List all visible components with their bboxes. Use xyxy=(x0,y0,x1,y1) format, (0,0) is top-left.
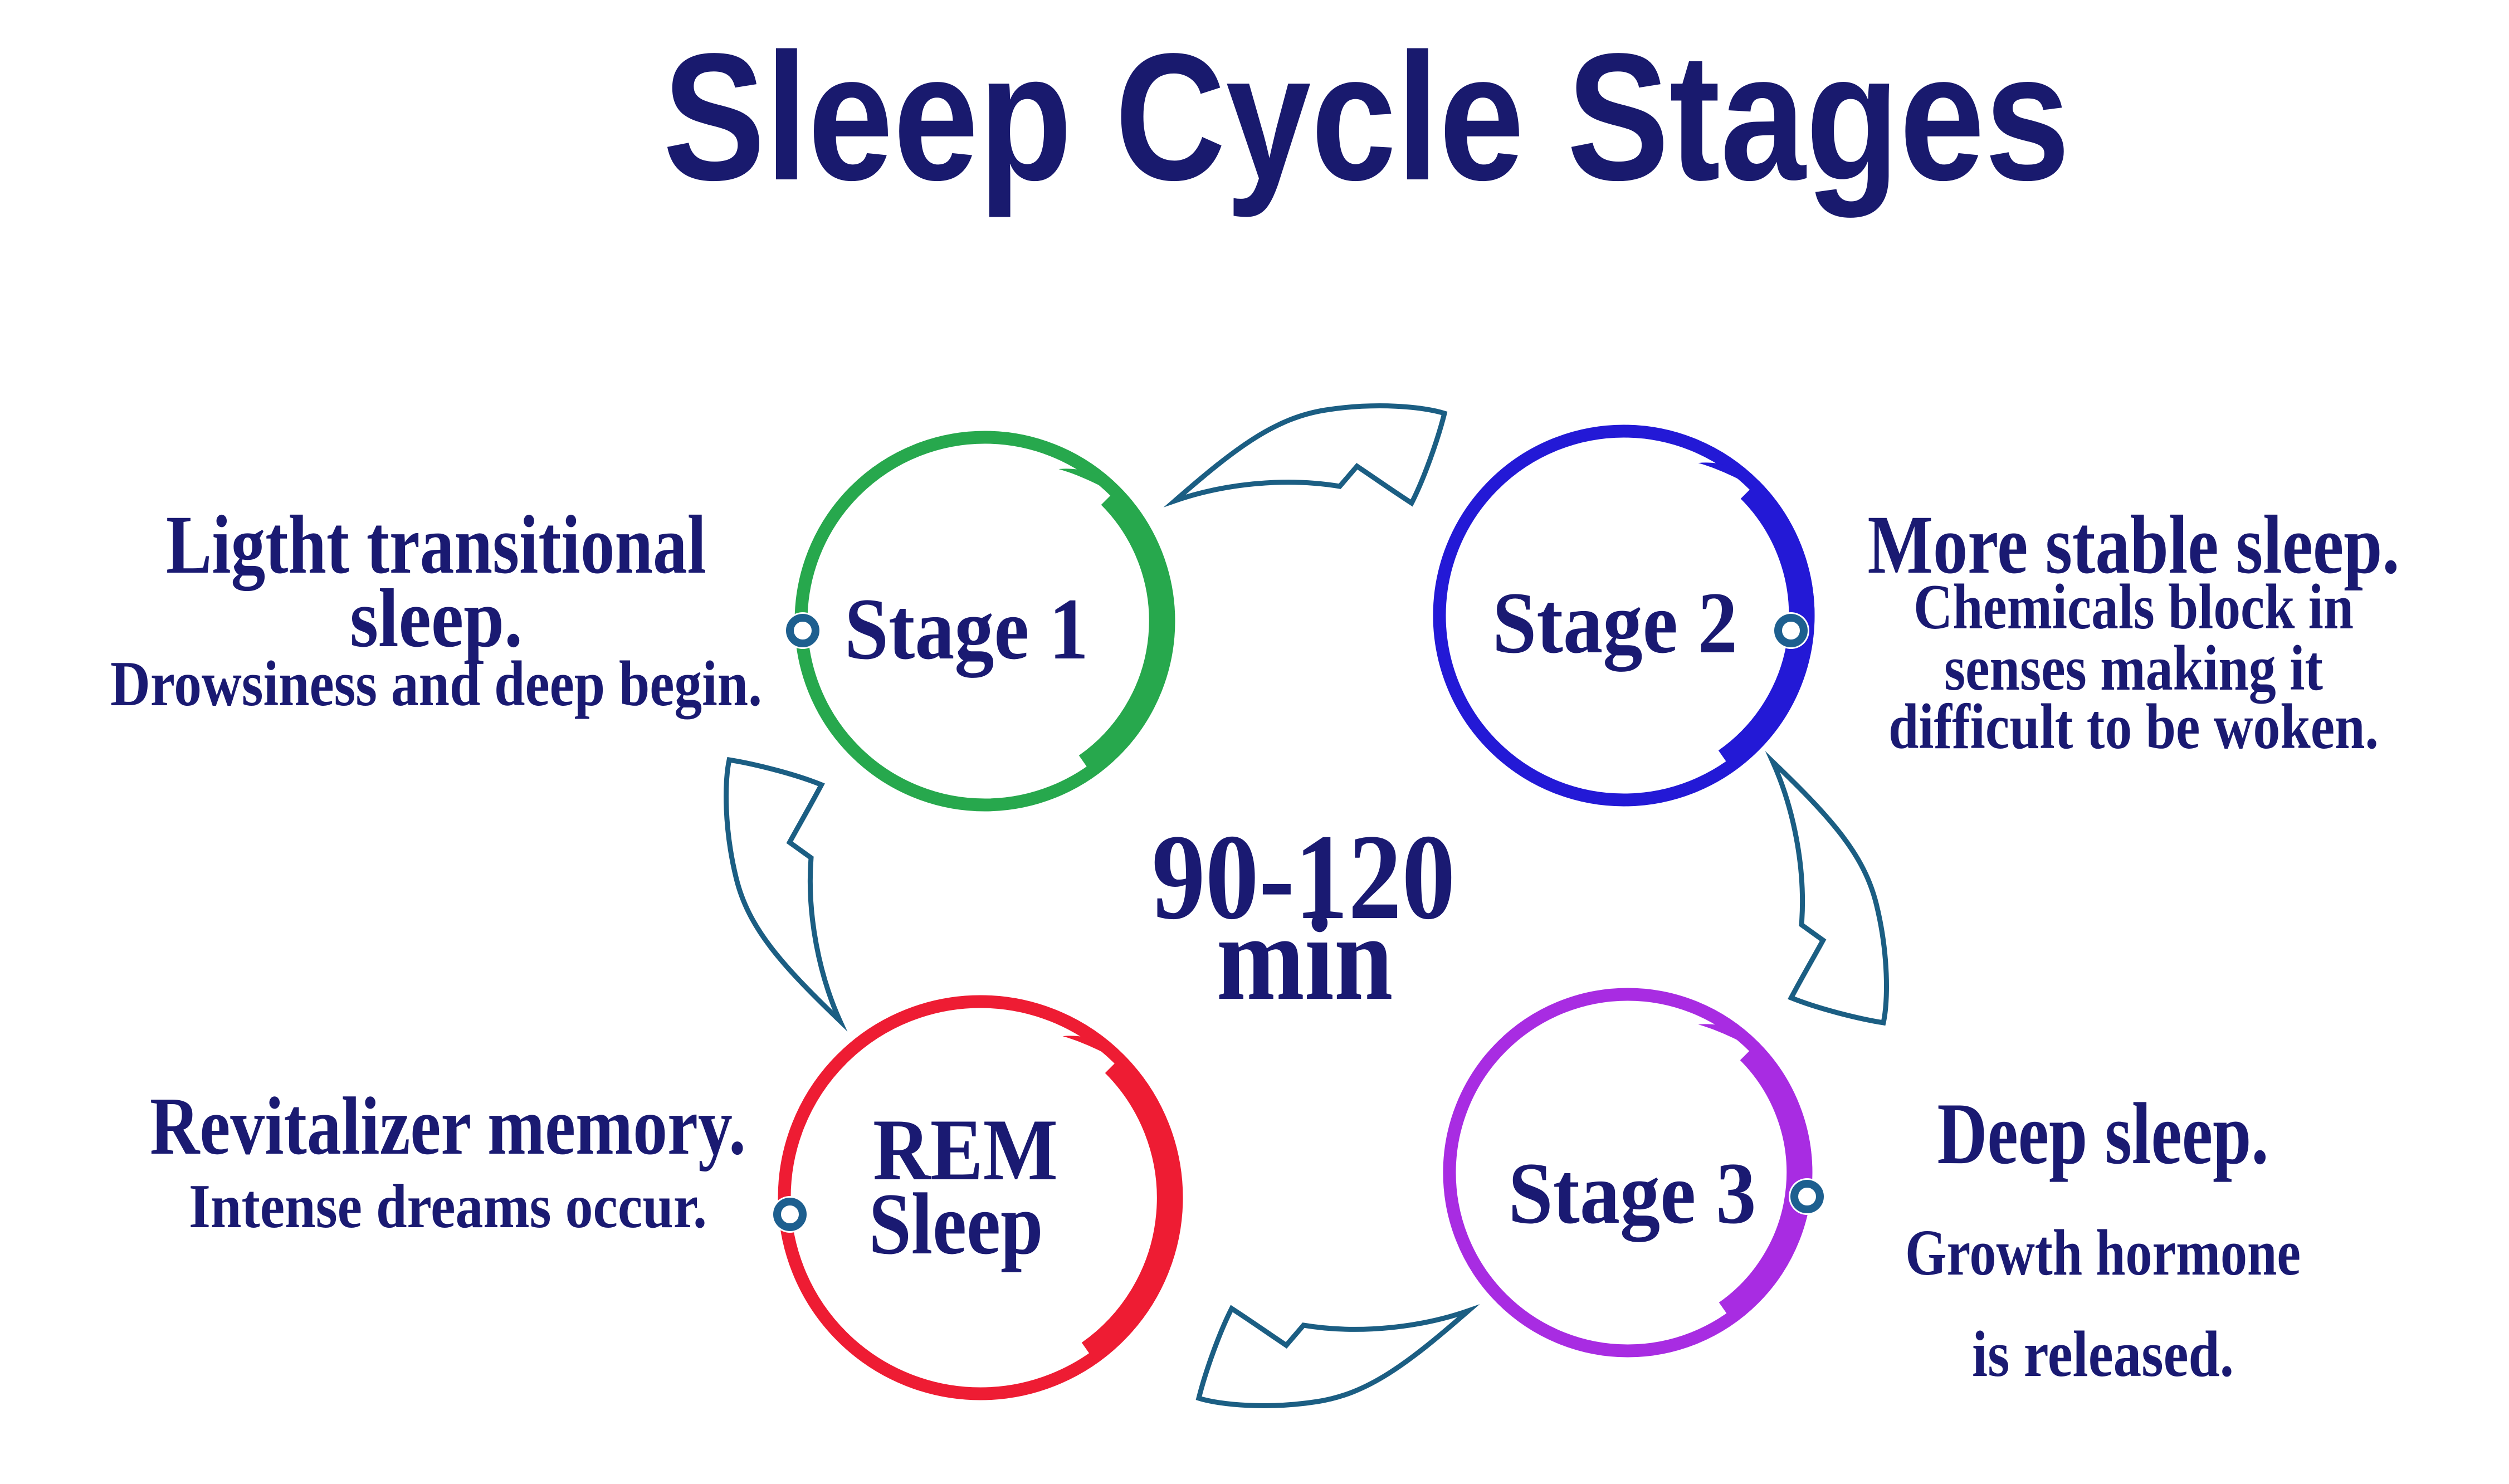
stage3-label: Stage 3 xyxy=(1509,1145,1756,1242)
stage3-desc-line3: is released. xyxy=(1972,1317,2234,1390)
stage3-marker-dot xyxy=(1790,1180,1824,1213)
rem-label-line2: Sleep xyxy=(869,1175,1043,1273)
rem-brush-arc xyxy=(1081,1055,1183,1364)
stage2-label: Stage 2 xyxy=(1492,574,1737,672)
arrow-stage1-to-stage2 xyxy=(1175,406,1444,503)
stage3-desc-line1: Deep sleep. xyxy=(1937,1085,2269,1183)
cycle-duration: 90-120 min xyxy=(1152,809,1456,1026)
stage1-marker-dot xyxy=(786,614,819,647)
rem-marker-dot xyxy=(773,1198,807,1231)
stage1-desc-line1: Ligtht transitional xyxy=(166,499,706,591)
rem-desc-line1: Revitalizer memory. xyxy=(150,1081,746,1172)
rem-desc-line2: Intense dreams occur. xyxy=(189,1172,707,1241)
cycle-duration-range: 90-120 xyxy=(1152,809,1456,945)
cycle-duration-unit: min xyxy=(1217,890,1393,1026)
rem-description: Revitalizer memory. Intense dreams occur… xyxy=(150,1081,746,1241)
stage1-desc-line2: sleep. xyxy=(350,572,523,665)
page-title: Sleep Cycle Stages xyxy=(663,16,2070,219)
arrow-stage3-to-rem xyxy=(1199,1309,1468,1405)
stage1-label: Stage 1 xyxy=(845,580,1088,678)
stage2-description: More stable sleep. Chemicals block in se… xyxy=(1868,499,2400,762)
stage3-desc-line2: Growth hormone xyxy=(1905,1216,2301,1289)
stage2-marker-dot xyxy=(1774,614,1808,647)
stage2-desc-line4: difficult to be woken. xyxy=(1888,691,2379,762)
stage1-circle: Stage 1 xyxy=(784,431,1175,812)
stage2-desc-line2: Chemicals block in xyxy=(1914,572,2354,642)
stage2-desc-line1: More stable sleep. xyxy=(1868,499,2400,591)
arrow-stage2-to-stage3 xyxy=(1770,754,1891,1031)
stage2-desc-line3: senses making it xyxy=(1944,633,2323,704)
stage1-desc-line3: Drowsiness and deep begin. xyxy=(110,648,762,719)
rem-circle: REM Sleep xyxy=(772,995,1183,1400)
stage2-circle: Stage 2 xyxy=(1433,424,1815,807)
stage3-circle: Stage 3 xyxy=(1443,988,1825,1358)
arrow-rem-to-stage1 xyxy=(722,752,842,1029)
stage1-description: Ligtht transitional sleep. Drowsiness an… xyxy=(110,499,762,719)
stage3-description: Deep sleep. Growth hormone is released. xyxy=(1905,1085,2301,1390)
rem-label-line1: REM xyxy=(873,1101,1058,1199)
stage1-brush-arc xyxy=(1078,486,1175,777)
